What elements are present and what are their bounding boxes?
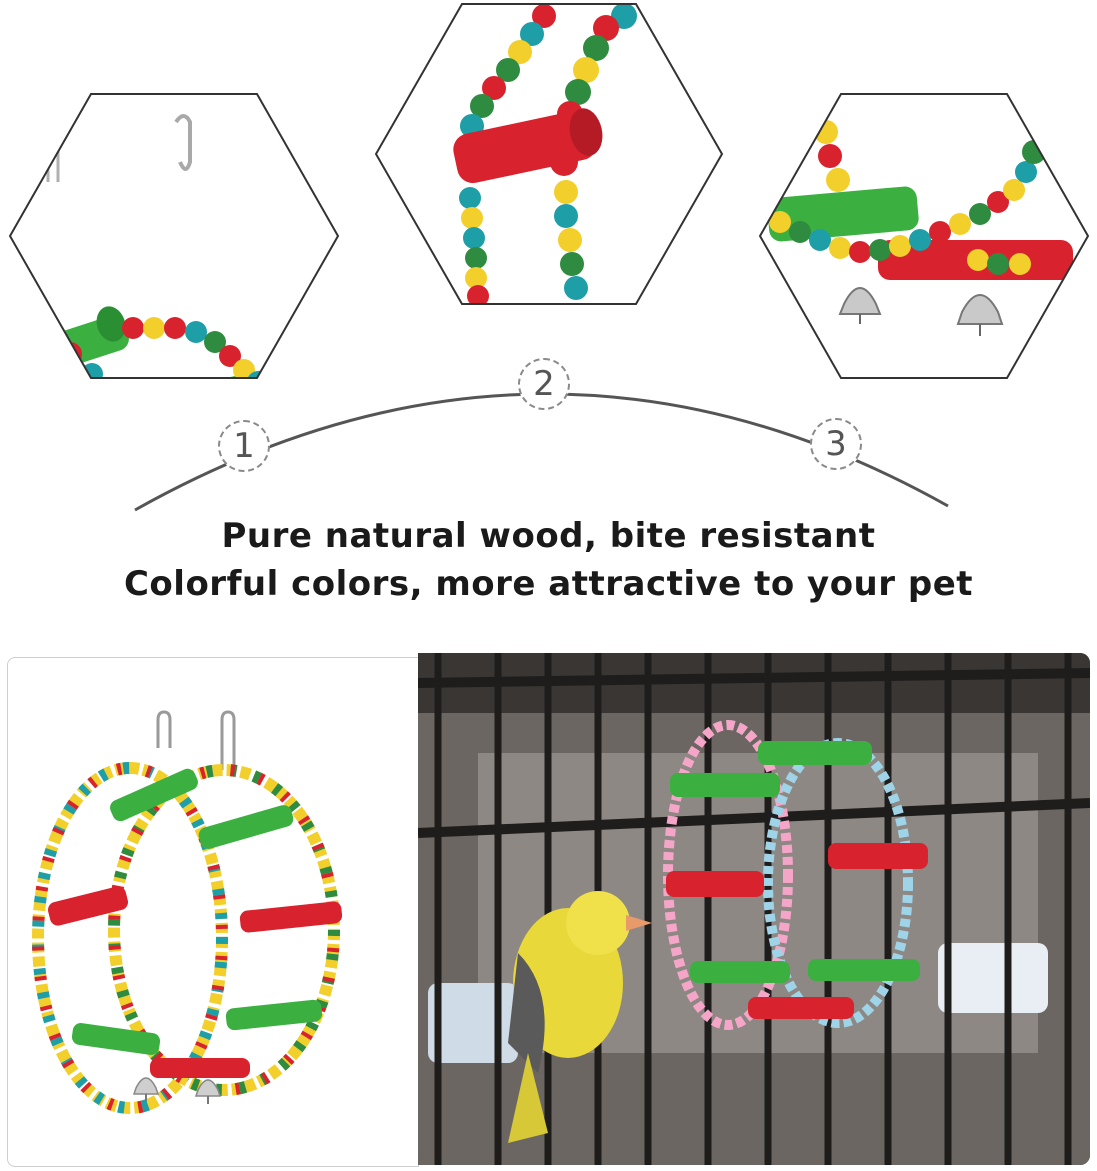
bead-chain [769, 120, 1069, 275]
step-marker-3: 3 [810, 418, 862, 470]
perches [47, 768, 343, 1078]
step-marker-2: 2 [518, 358, 570, 410]
ladder-toy [663, 720, 928, 1030]
cage-photo [418, 653, 1090, 1165]
detail-hexagon-1 [8, 93, 340, 379]
bell-icon [194, 1079, 222, 1104]
step-number: 3 [825, 424, 847, 464]
hook-icon [174, 114, 192, 171]
step-marker-1: 1 [218, 420, 270, 472]
bell-icon [956, 294, 1004, 336]
bowl [938, 943, 1048, 1013]
detail-hexagon-2 [374, 3, 724, 305]
step-number: 1 [233, 426, 255, 466]
steps-arc [134, 392, 949, 512]
headline-line-2: Colorful colors, more attractive to your… [123, 564, 974, 604]
bell-icon [132, 1077, 160, 1102]
red-perch [453, 110, 597, 184]
bird [508, 891, 652, 1143]
product-photo [7, 657, 419, 1167]
hook-icon [156, 710, 236, 770]
headline-line-1: Pure natural wood, bite resistant [221, 516, 876, 556]
bell-icon [838, 287, 882, 324]
step-number: 2 [533, 364, 555, 404]
detail-hexagon-3 [758, 93, 1090, 379]
